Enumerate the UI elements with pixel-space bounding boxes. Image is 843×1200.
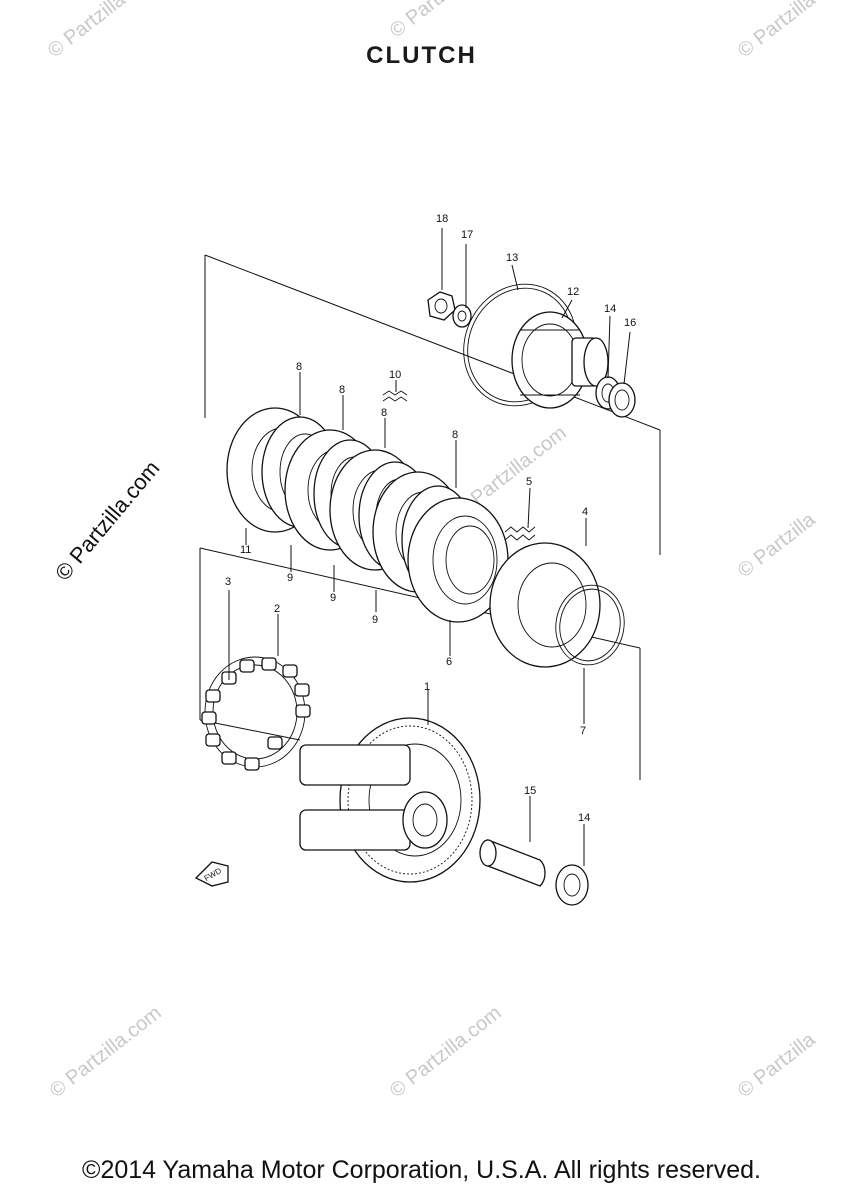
callout-8: 8 [339, 384, 345, 396]
callout-3: 3 [225, 576, 231, 588]
callout-18: 18 [436, 213, 448, 225]
clutch-housing-1 [299, 717, 481, 883]
callout-4: 4 [582, 506, 588, 518]
callout-8: 8 [381, 407, 387, 419]
callout-8: 8 [452, 429, 458, 441]
circlip-7 [555, 584, 625, 666]
upper-frame [204, 254, 661, 431]
callout-1: 1 [424, 681, 430, 693]
forward-arrow-icon: FWD [194, 861, 229, 887]
callout-15: 15 [524, 785, 536, 797]
callout-9: 9 [287, 572, 293, 584]
callout-5: 5 [526, 476, 532, 488]
callout-8: 8 [296, 361, 302, 373]
callout-13: 13 [506, 252, 518, 264]
needle-bearing-2 [201, 656, 311, 771]
washer-17 [452, 304, 472, 328]
washer-14-bottom [555, 864, 589, 906]
callout-2: 2 [274, 603, 280, 615]
lower-frame [199, 719, 301, 741]
spring-10 [382, 390, 408, 402]
diagram-title: CLUTCH [366, 42, 477, 69]
callout-7: 7 [580, 725, 586, 737]
callout-12: 12 [567, 286, 579, 298]
callout-10: 10 [389, 369, 401, 381]
plate-4 [489, 542, 601, 668]
nut-18 [427, 291, 456, 321]
callout-9: 9 [330, 592, 336, 604]
callout-6: 6 [446, 656, 452, 668]
callout-9: 9 [372, 614, 378, 626]
clutch-boss-12 [511, 311, 609, 409]
callout-14: 14 [604, 303, 616, 315]
callout-labels: 18 17 13 12 14 16 8 8 8 10 8 5 4 11 9 9 … [225, 213, 636, 824]
callout-14: 14 [578, 812, 590, 824]
callout-17: 17 [461, 229, 473, 241]
sleeve-15 [479, 839, 546, 887]
leader-lines [228, 228, 631, 866]
copyright-footer: ©2014 Yamaha Motor Corporation, U.S.A. A… [82, 1156, 761, 1184]
washer-16 [608, 382, 636, 418]
callout-11: 11 [240, 544, 251, 556]
callout-16: 16 [624, 317, 636, 329]
